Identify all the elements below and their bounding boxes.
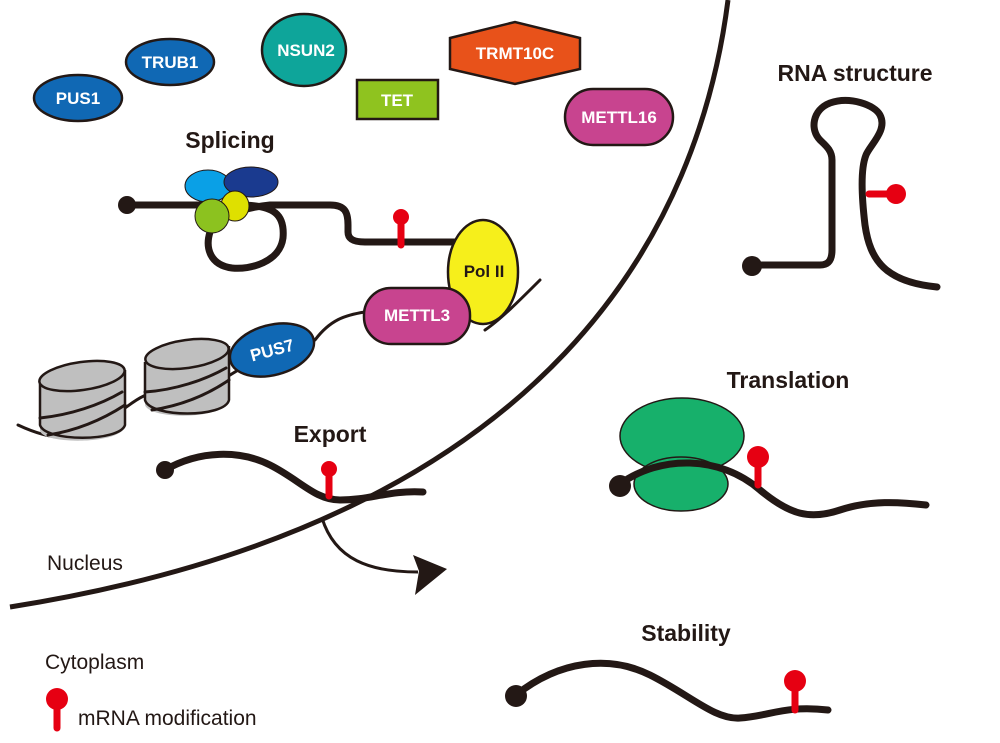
mrna-cap-icon: [609, 475, 631, 497]
process-title-rna-structure: RNA structure: [777, 60, 932, 86]
enzyme-mettl16-label: METTL16: [581, 108, 657, 127]
export-mrna: [156, 450, 427, 504]
rna-structure-hairpin: [742, 97, 941, 291]
enzyme-trub1-label: TRUB1: [142, 53, 199, 72]
spliceosome: [184, 166, 279, 234]
enzyme-tet-label: TET: [381, 91, 414, 110]
enzyme-trmt10c-label: TRMT10C: [476, 44, 554, 63]
enzyme-mettl3-label: METTL3: [384, 306, 450, 325]
process-title-stability: Stability: [641, 620, 731, 646]
enzyme-trmt10c: TRMT10C: [448, 20, 582, 86]
mrna-cap-icon: [156, 461, 174, 479]
process-title-splicing: Splicing: [185, 127, 274, 153]
enzyme-pol-ii-label: Pol II: [464, 262, 505, 281]
legend: mRNA modification: [46, 688, 257, 732]
modification-legend-icon: [46, 688, 68, 710]
mrna-cap-icon: [118, 196, 136, 214]
export-arrow: [320, 517, 447, 595]
splicing-mrna: [118, 196, 474, 272]
enzyme-pus7: PUS7: [228, 322, 316, 378]
process-title-translation: Translation: [727, 367, 850, 393]
enzyme-tet: TET: [355, 78, 440, 121]
enzyme-trub1: TRUB1: [124, 37, 216, 87]
enzyme-nsun2-label: NSUN2: [277, 41, 335, 60]
stability-mrna: [505, 659, 832, 722]
enzyme-pus1-label: PUS1: [56, 89, 100, 108]
enzyme-mettl16: METTL16: [563, 87, 675, 147]
legend-label: mRNA modification: [78, 707, 257, 730]
nucleosome: [38, 359, 127, 441]
enzyme-mettl3: METTL3: [362, 286, 472, 346]
process-title-export: Export: [294, 421, 367, 447]
enzyme-nsun2: NSUN2: [260, 12, 348, 88]
compartment-label-cytoplasm: Cytoplasm: [45, 651, 144, 674]
nuclear-membrane: [9, 0, 731, 610]
compartment-label-nucleus: Nucleus: [47, 552, 123, 575]
mrna-cap-icon: [505, 685, 527, 707]
translation-mrna: [609, 446, 930, 519]
nucleosome: [143, 337, 231, 416]
modification-marker: [393, 209, 409, 249]
enzyme-pus1: PUS1: [32, 73, 124, 123]
mrna-cap-icon: [742, 256, 762, 276]
ribosome: [619, 397, 745, 512]
